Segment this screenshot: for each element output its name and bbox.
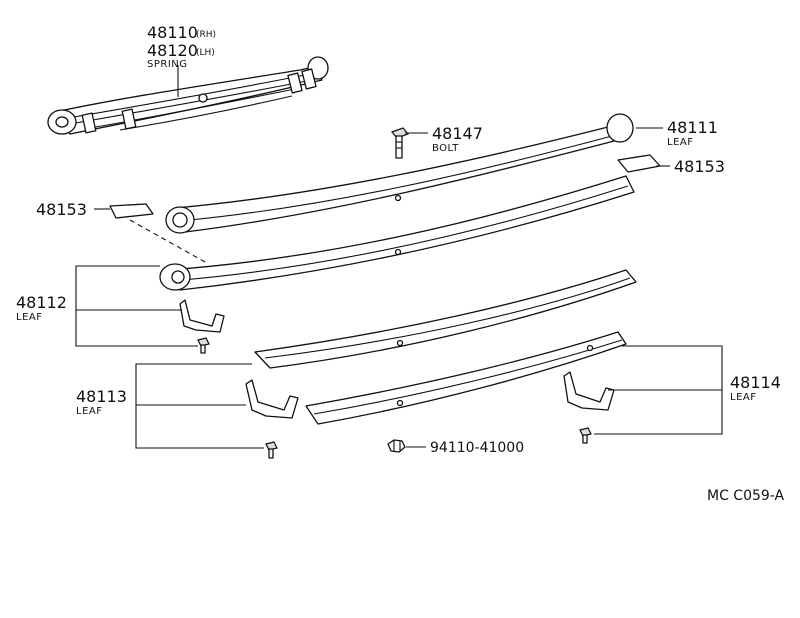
leaf-2-illustration — [159, 175, 635, 291]
main-leaf-illustration — [165, 113, 634, 234]
clip-leaf-2 — [179, 299, 225, 333]
leaf-2-name: LEAF — [16, 312, 42, 323]
spring-rh-number: 48110 — [147, 23, 198, 42]
pad-left-illustration — [109, 203, 154, 219]
spring-assembly-illustration — [47, 56, 329, 135]
clip-leaf-3 — [245, 379, 299, 419]
spring-name: SPRING — [147, 59, 188, 70]
leaf-3-number: 48113 — [76, 387, 127, 406]
diagram-code: MC C059-A — [707, 488, 785, 504]
pad-right-illustration — [617, 154, 661, 173]
rivet-leaf-2 — [197, 337, 210, 354]
bolt-number: 48147 — [432, 124, 483, 143]
pad-right-number: 48153 — [674, 157, 725, 176]
leaf-top-number: 48111 — [667, 118, 718, 137]
nut-illustration — [387, 439, 406, 453]
spring-lh-suffix: (LH) — [196, 48, 215, 58]
leaf-4-name: LEAF — [730, 392, 756, 403]
leaf-4-number: 48114 — [730, 373, 781, 392]
bolt-name: BOLT — [432, 143, 459, 154]
clip-leaf-4 — [563, 371, 615, 411]
leaf-2-number: 48112 — [16, 293, 67, 312]
nut-number: 94110-41000 — [430, 440, 524, 456]
spring-rh-suffix: (RH) — [196, 30, 216, 40]
leaf-4-illustration — [305, 331, 627, 425]
pad-left-number: 48153 — [36, 200, 87, 219]
leaf-3-name: LEAF — [76, 406, 102, 417]
rivet-leaf-4 — [579, 427, 592, 444]
bolt-illustration — [390, 127, 410, 159]
leaf-3-illustration — [254, 269, 637, 369]
rivet-leaf-3 — [265, 441, 278, 459]
leaf-top-name: LEAF — [667, 137, 693, 148]
spring-lh-number: 48120 — [147, 41, 198, 60]
